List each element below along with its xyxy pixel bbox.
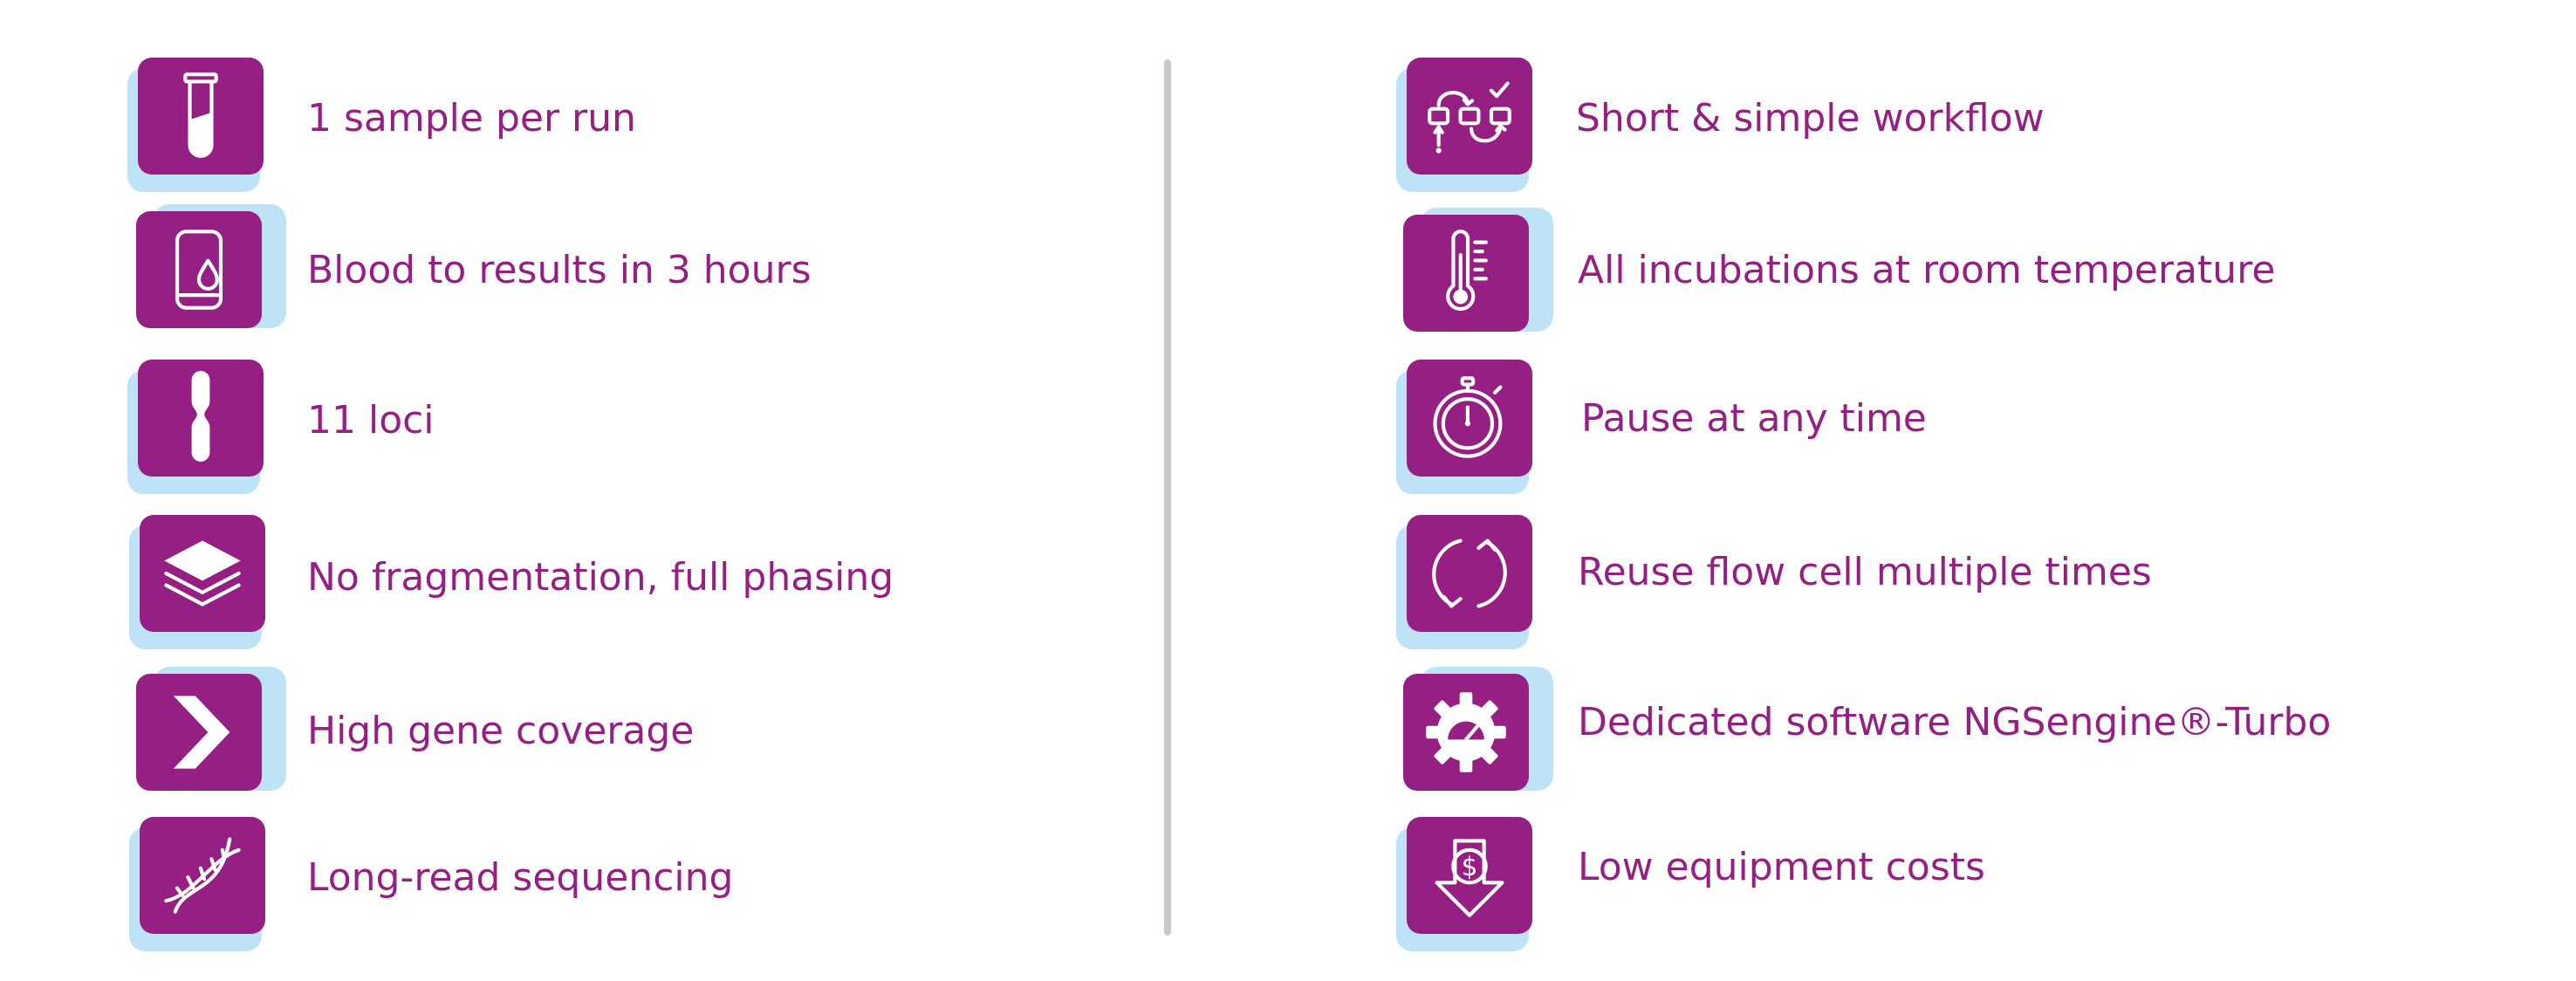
feature-label: Short & simple workflow (1576, 96, 2045, 141)
feature-item (127, 58, 271, 192)
feature-item (136, 204, 286, 335)
stopwatch-icon (1407, 360, 1532, 477)
feature-label: Blood to results in 3 hours (307, 248, 812, 292)
cost-down-icon: $ (1407, 817, 1532, 934)
feature-label: All incubations at room temperature (1578, 248, 2276, 292)
test-tube-icon (138, 58, 264, 175)
feature-item: $ (1396, 817, 1539, 951)
feature-label: 1 sample per run (307, 96, 636, 141)
feature-label: Dedicated software NGSengine®-Turbo (1578, 700, 2332, 744)
feature-item (127, 360, 271, 494)
feature-item (1396, 515, 1539, 649)
dna-icon (140, 817, 265, 934)
feature-label: No fragmentation, full phasing (307, 555, 894, 600)
feature-item (1396, 360, 1539, 494)
feature-label: Pause at any time (1581, 396, 1927, 441)
gear-gauge-icon (1403, 674, 1529, 791)
feature-label: 11 loci (307, 398, 435, 442)
feature-item (1396, 58, 1539, 192)
feature-label: Low equipment costs (1578, 845, 1985, 889)
feature-item (1403, 667, 1553, 798)
thermometer-icon (1403, 215, 1529, 332)
feature-item (1403, 208, 1553, 339)
feature-item (129, 817, 272, 951)
layers-icon (140, 515, 265, 632)
feature-item (136, 667, 286, 798)
feature-item (129, 515, 272, 649)
svg-text:$: $ (1462, 852, 1478, 882)
feature-label: High gene coverage (307, 709, 695, 753)
refresh-icon (1407, 515, 1532, 632)
chevron-right-icon (136, 674, 262, 791)
chromosome-icon (138, 360, 264, 477)
feature-label: Reuse flow cell multiple times (1578, 550, 2152, 594)
feature-label: Long-read sequencing (307, 855, 734, 900)
workflow-icon (1407, 58, 1532, 175)
blood-drop-device-icon (136, 211, 262, 328)
column-divider (1164, 59, 1171, 936)
